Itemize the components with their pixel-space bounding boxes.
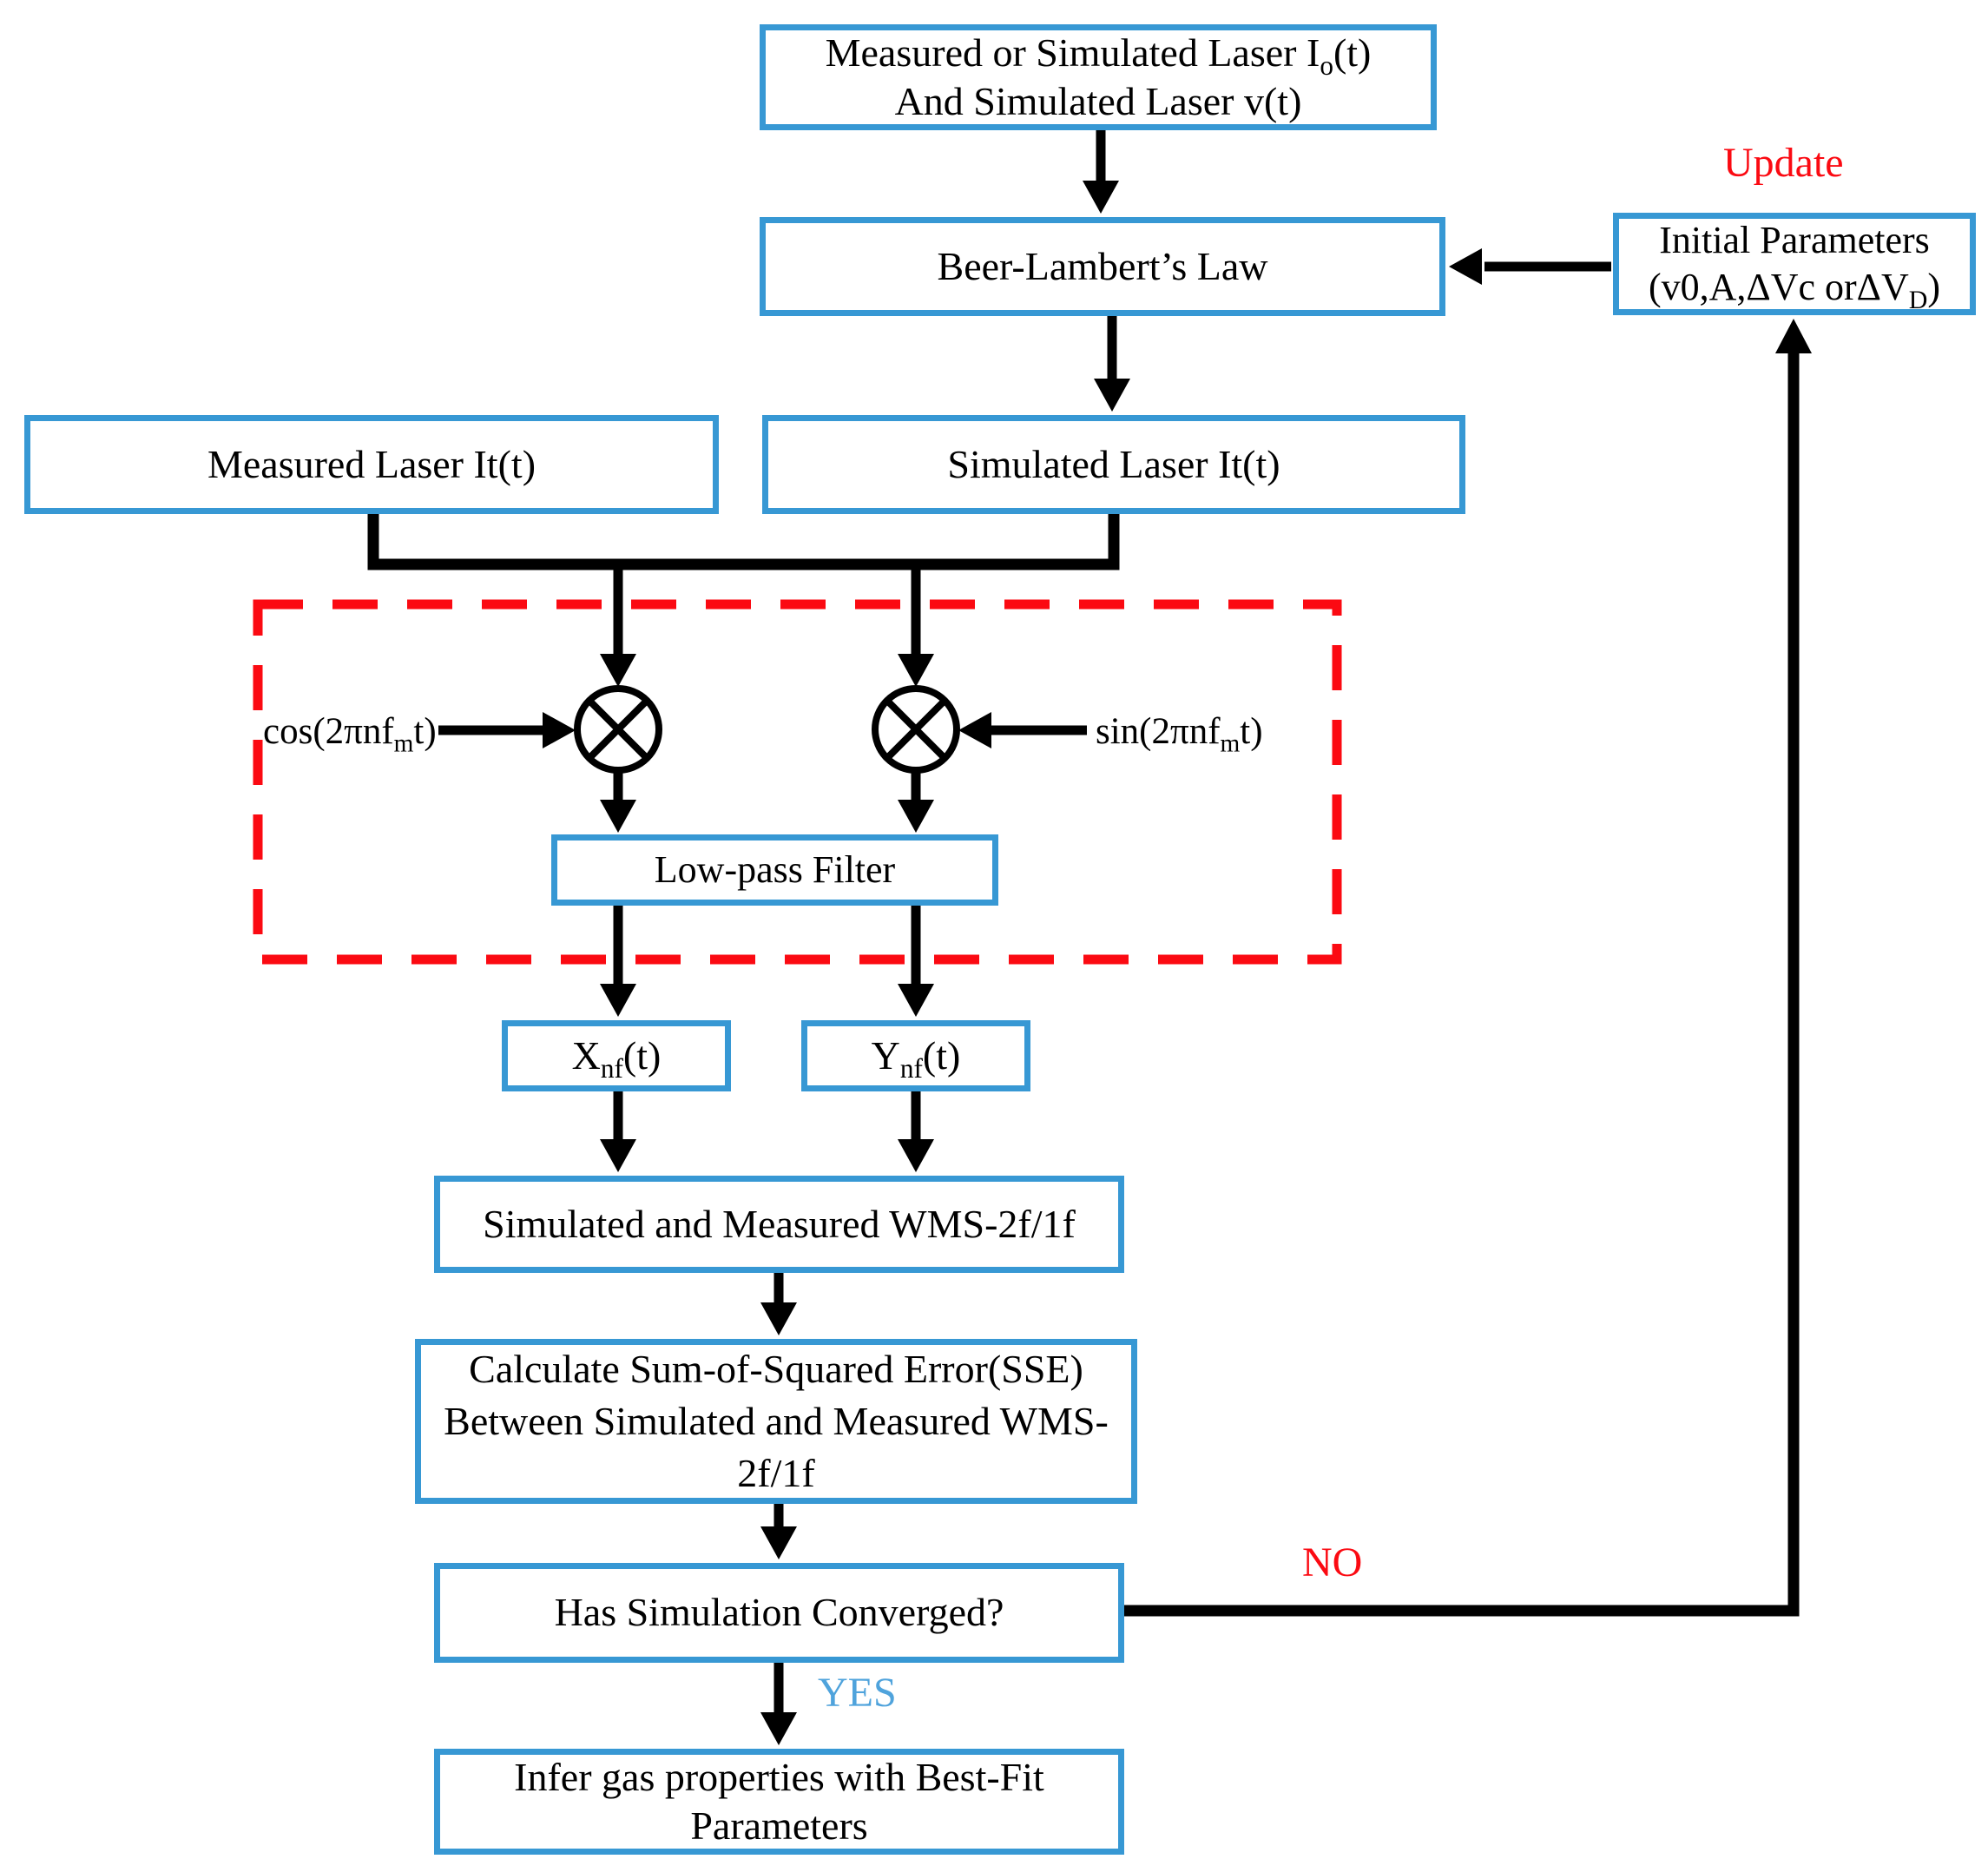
lockin-dashed-region bbox=[253, 599, 1342, 965]
arrow-lpf-to-xnf bbox=[600, 906, 636, 1017]
box-lowpass-filter-label: Low-pass Filter bbox=[654, 848, 896, 892]
box-xnf: Xnf(t) bbox=[502, 1020, 731, 1091]
arrow-bus-to-right-multiplier bbox=[898, 564, 934, 687]
box-wms-label: Simulated and Measured WMS-2f/1f bbox=[483, 1201, 1076, 1246]
box-simulated-laser-label: Simulated Laser It(t) bbox=[947, 441, 1280, 486]
box-sse-line1: Calculate Sum-of-Squared Error(SSE) bbox=[469, 1347, 1083, 1392]
label-cos-reference: cos(2πnfmt) bbox=[263, 711, 437, 758]
box-measured-laser-label: Measured Laser It(t) bbox=[207, 441, 536, 486]
box-laser-source: Measured or Simulated Laser Io(t) And Si… bbox=[760, 24, 1437, 130]
arrow-sse-to-converged bbox=[760, 1504, 797, 1559]
box-sse: Calculate Sum-of-Squared Error(SSE) Betw… bbox=[415, 1339, 1137, 1504]
multiplier-left-icon bbox=[574, 685, 662, 774]
box-beer-lambert-label: Beer-Lambert’s Law bbox=[937, 243, 1268, 288]
box-lowpass-filter: Low-pass Filter bbox=[551, 834, 998, 906]
multiplier-right-icon bbox=[872, 685, 960, 774]
arrow-source-to-beer bbox=[1083, 130, 1119, 214]
box-sse-line2: Between Simulated and Measured WMS- bbox=[444, 1399, 1109, 1444]
box-infer-line1: Infer gas properties with Best-Fit bbox=[514, 1754, 1044, 1799]
box-simulated-laser: Simulated Laser It(t) bbox=[762, 415, 1465, 514]
box-beer-lambert: Beer-Lambert’s Law bbox=[760, 217, 1445, 316]
box-converged: Has Simulation Converged? bbox=[434, 1563, 1124, 1663]
box-sse-line3: 2f/1f bbox=[737, 1450, 815, 1495]
box-xnf-label: Xnf(t) bbox=[571, 1032, 662, 1084]
arrow-xnf-to-wms bbox=[600, 1091, 636, 1172]
arrow-cos-to-multiplier bbox=[438, 712, 576, 748]
box-measured-laser: Measured Laser It(t) bbox=[24, 415, 719, 514]
label-no: NO bbox=[1302, 1539, 1363, 1585]
box-infer: Infer gas properties with Best-Fit Param… bbox=[434, 1749, 1124, 1855]
arrow-sin-to-multiplier bbox=[958, 712, 1087, 748]
label-yes: YES bbox=[818, 1670, 897, 1716]
box-infer-line2: Parameters bbox=[690, 1803, 868, 1848]
arrow-beer-to-simulated bbox=[1094, 316, 1130, 412]
box-laser-source-line2: And Simulated Laser v(t) bbox=[894, 79, 1302, 123]
arrow-yes-to-infer bbox=[760, 1663, 797, 1745]
label-sin-reference: sin(2πnfmt) bbox=[1096, 711, 1263, 758]
arrow-bus-to-left-multiplier bbox=[600, 564, 636, 687]
box-ynf: Ynf(t) bbox=[801, 1020, 1030, 1091]
box-laser-source-line1: Measured or Simulated Laser Io(t) bbox=[825, 30, 1372, 82]
arrow-wms-to-sse bbox=[760, 1273, 797, 1335]
label-update: Update bbox=[1723, 140, 1844, 186]
arrow-no-loopback bbox=[1124, 319, 1812, 1617]
box-converged-label: Has Simulation Converged? bbox=[554, 1590, 1004, 1635]
arrow-right-multiplier-to-lpf bbox=[898, 772, 934, 833]
arrow-left-multiplier-to-lpf bbox=[600, 772, 636, 833]
arrow-ynf-to-wms bbox=[898, 1091, 934, 1172]
merge-bus bbox=[367, 514, 1120, 570]
arrow-lpf-to-ynf bbox=[898, 906, 934, 1017]
box-ynf-label: Ynf(t) bbox=[871, 1032, 961, 1084]
box-wms: Simulated and Measured WMS-2f/1f bbox=[434, 1176, 1124, 1273]
box-initial-parameters-line2: (v0,A,ΔVc orΔVD) bbox=[1648, 266, 1940, 314]
arrow-initial-to-beer bbox=[1449, 248, 1611, 285]
box-initial-parameters-line1: Initial Parameters bbox=[1659, 219, 1930, 262]
box-initial-parameters: Initial Parameters (v0,A,ΔVc orΔVD) bbox=[1613, 213, 1976, 315]
